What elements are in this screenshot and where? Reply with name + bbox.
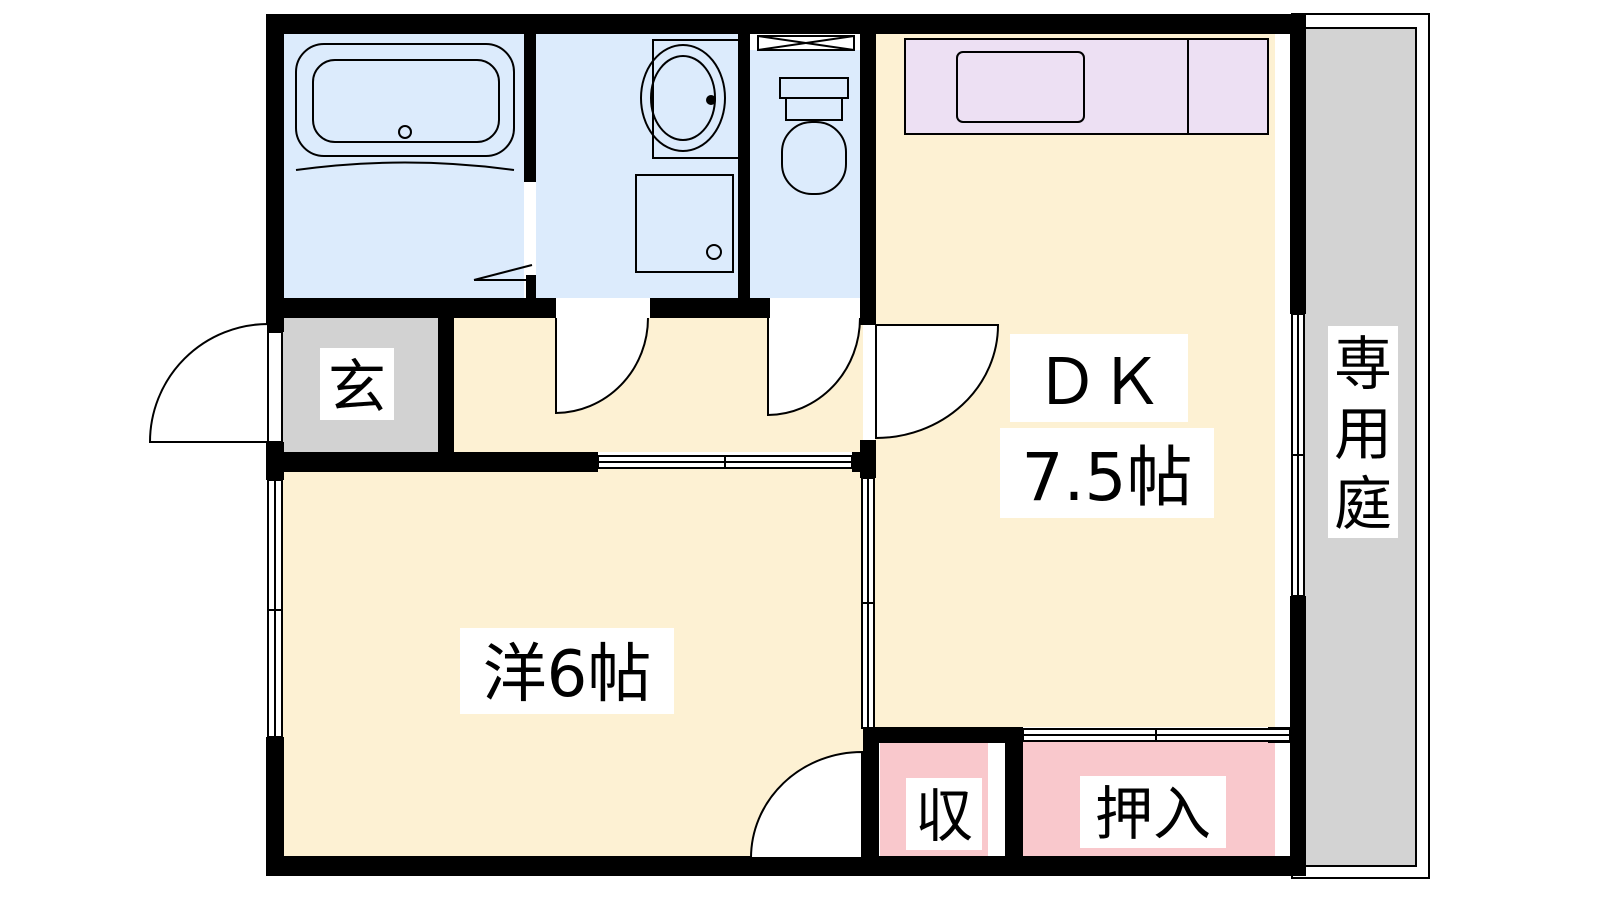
bathtub-icon	[295, 43, 515, 157]
wall-right-lower	[1290, 596, 1306, 876]
door-swings	[148, 317, 1000, 859]
dk-size-bg	[1000, 428, 1214, 518]
wall-entrance-right	[439, 318, 453, 454]
ventilation-fan	[757, 35, 855, 51]
dk-size-label: 7.5帖	[1022, 439, 1193, 516]
storage-door-swing	[749, 750, 863, 859]
toilet-door-swing	[767, 317, 861, 417]
entrance-label-bg	[320, 348, 394, 420]
sink-icon	[640, 44, 726, 152]
closet-label: 押入	[1095, 780, 1211, 848]
wall-left-lower	[266, 737, 284, 873]
kitchen-sink-icon	[956, 51, 1085, 123]
bath-door-swing	[473, 264, 533, 281]
washroom-door-swing	[555, 317, 649, 415]
dk-door-swing	[875, 324, 1000, 440]
wall-bath-wash	[524, 32, 536, 182]
wall-wash-toilet	[738, 32, 750, 310]
western-room-label: 洋6帖	[483, 638, 652, 712]
fixtures	[295, 35, 1189, 281]
bathtub-drain-icon	[398, 125, 412, 139]
garden-label-bg	[1328, 326, 1398, 538]
toilet-bowl-icon	[781, 121, 847, 195]
kitchen-counter	[904, 38, 1269, 135]
bathtub-inner	[312, 59, 500, 143]
wall-hall-bottom	[266, 452, 598, 472]
western-label-bg	[460, 628, 674, 714]
wall-wet-bottom-a	[266, 298, 556, 318]
closet-label-bg	[1080, 776, 1226, 848]
washer-drain-icon	[706, 244, 722, 260]
bath-floor-line	[295, 161, 515, 171]
entrance-door-swing	[148, 322, 269, 443]
dk-name-label: ＤＫ	[1035, 346, 1163, 420]
windows	[267, 313, 1305, 742]
walls	[266, 14, 1306, 876]
garden-label-char-2: 用	[1334, 400, 1392, 468]
storage-label: 収	[915, 782, 973, 850]
toilet-floor	[750, 50, 860, 298]
dk-label-bg	[1010, 334, 1188, 422]
entrance-label: 玄	[328, 353, 386, 421]
wall-storage-top	[863, 727, 1023, 743]
wall-left-upper	[266, 14, 284, 332]
wall-right-upper	[1290, 14, 1306, 314]
storage-label-bg	[906, 778, 982, 850]
bathroom-floor	[282, 32, 524, 298]
wall-bottom	[266, 856, 1306, 876]
wall-storage-div	[1005, 727, 1023, 867]
garden-label-char-3: 庭	[1334, 470, 1392, 538]
room-fills	[282, 13, 1430, 879]
wall-top	[266, 14, 1306, 34]
garden-label-char-1: 専	[1334, 330, 1392, 398]
labels: 玄 ＤＫ 7.5帖 洋6帖 収 押入 専 用 庭	[320, 326, 1398, 850]
washing-machine-icon	[635, 174, 734, 273]
entrance-frame	[267, 331, 283, 443]
wall-dk-left	[860, 32, 876, 325]
